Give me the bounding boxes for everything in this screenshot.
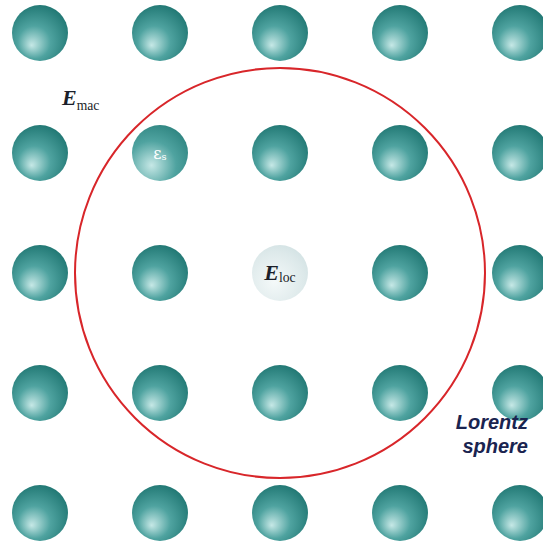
subscript: s <box>162 151 167 162</box>
symbol: E <box>264 260 279 286</box>
atom-sphere <box>492 485 543 541</box>
subscript: mac <box>77 98 100 113</box>
lorentz-sphere-label: Lorentz sphere <box>428 410 528 458</box>
atom-sphere <box>252 5 308 61</box>
subscript: loc <box>279 270 296 286</box>
macroscopic-field-label: Emac <box>62 85 99 111</box>
atom-sphere <box>252 485 308 541</box>
atom-sphere <box>12 365 68 421</box>
atom-sphere <box>372 485 428 541</box>
atom-sphere <box>12 485 68 541</box>
atom-sphere <box>132 5 188 61</box>
atom-sphere <box>492 5 543 61</box>
atom-sphere <box>372 365 428 421</box>
atom-sphere <box>252 125 308 181</box>
sphere-node: εs <box>132 125 188 181</box>
atom-sphere <box>132 245 188 301</box>
atom-sphere <box>492 125 543 181</box>
atom-sphere <box>132 365 188 421</box>
sphere-lattice <box>12 5 543 541</box>
atom-sphere <box>12 125 68 181</box>
caption-text: Lorentz sphere <box>456 411 528 457</box>
field-symbol: E <box>62 85 77 110</box>
atom-sphere <box>132 485 188 541</box>
atom-sphere <box>492 245 543 301</box>
lorentz-sphere-outline <box>75 68 485 478</box>
atom-sphere <box>372 125 428 181</box>
atom-sphere <box>12 245 68 301</box>
local-field-sphere: Eloc <box>252 245 308 301</box>
atom-sphere <box>12 5 68 61</box>
atom-sphere <box>372 245 428 301</box>
atom-sphere <box>372 5 428 61</box>
symbol: ε <box>153 144 161 163</box>
atom-sphere <box>252 365 308 421</box>
